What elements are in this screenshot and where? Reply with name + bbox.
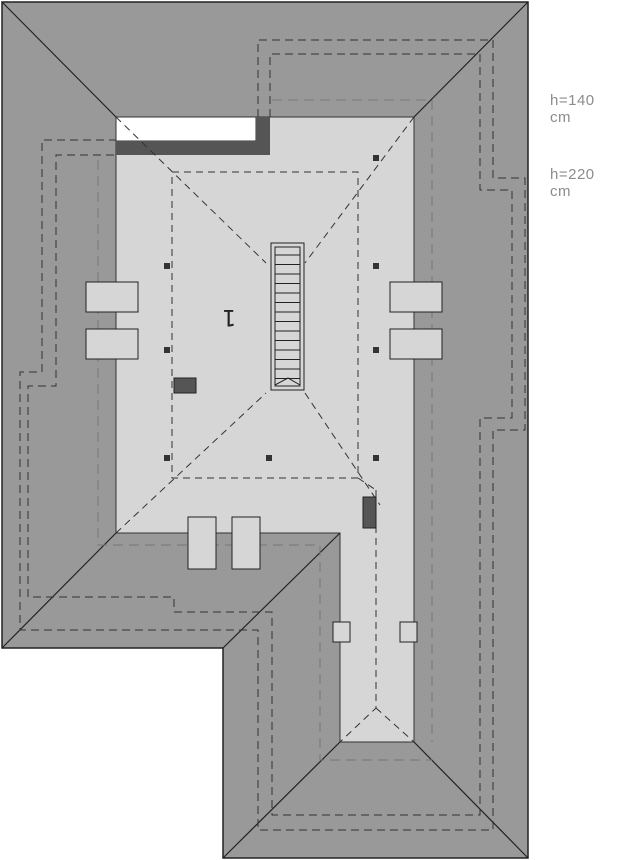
height-140-line — [19, 39, 526, 831]
height-legend-220: h=220 cm — [550, 166, 595, 200]
roof-opening — [115, 116, 257, 142]
roof-windows-bottom — [187, 516, 261, 570]
ridge-dashed-lines — [115, 116, 415, 743]
roof-windows-wing — [332, 621, 418, 643]
chimney-block-2 — [362, 496, 377, 529]
columns — [164, 155, 379, 461]
chimney-strip — [116, 141, 270, 155]
height-220-line — [27, 53, 513, 816]
roof-windows-left — [85, 281, 139, 360]
chimney-strip-vertical — [256, 117, 270, 155]
chimney-block — [173, 377, 197, 394]
wall-lines-faint — [97, 99, 433, 761]
height-legend-140: h=140 cm — [550, 92, 595, 126]
room-number-label: 1 — [222, 304, 236, 329]
roof-windows-right — [389, 281, 443, 360]
staircase — [270, 242, 305, 391]
